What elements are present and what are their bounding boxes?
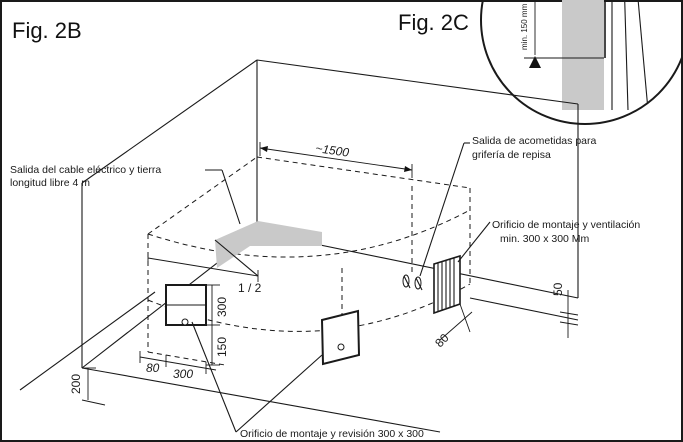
dim-200: 200 — [19, 291, 156, 406]
svg-text:80: 80 — [432, 331, 452, 351]
inset-wall-shade — [562, 0, 604, 110]
leader-lines — [191, 142, 491, 433]
svg-text:200: 200 — [69, 374, 83, 394]
label-cable-line1: Salida del cable eléctrico y tierra — [10, 164, 161, 176]
dim-left-vertical: 300 150 — [206, 284, 229, 366]
dim-bottom: 80 300 — [139, 351, 217, 381]
svg-text:150: 150 — [215, 337, 229, 357]
fig-2b-title: Fig. 2B — [12, 18, 82, 43]
label-cable-line2: longitud libre 4 m — [10, 177, 90, 189]
supply-outlets — [402, 186, 423, 291]
inset-arrow — [529, 56, 541, 68]
label-supply-line1: Salida de acometidas para — [472, 135, 596, 147]
ventilation-grille — [433, 254, 461, 315]
svg-text:1 / 2: 1 / 2 — [238, 281, 262, 295]
fig-2c-title: Fig. 2C — [398, 10, 469, 35]
center-revision-opening — [320, 309, 361, 366]
left-revision-opening — [165, 284, 207, 326]
svg-text:50: 50 — [551, 282, 565, 296]
fig-2c-inset: min. 150 mm — [480, 0, 683, 125]
dim-50: 50 — [469, 282, 579, 338]
label-vent-line1: Orificio de montaje y ventilación — [492, 219, 640, 231]
svg-text:80: 80 — [146, 361, 160, 375]
svg-text:~1500: ~1500 — [315, 141, 351, 160]
label-vent-line2: min. 300 x 300 Mm — [500, 233, 590, 245]
cable-outlet-shade — [215, 221, 322, 268]
dim-1500: ~1500 — [259, 141, 413, 178]
inset-circle — [480, 0, 683, 125]
dim-half: 1 / 2 — [147, 239, 262, 295]
inset-min-label: min. 150 mm — [520, 3, 529, 50]
label-revision: Orificio de montaje y revisión 300 x 300 — [240, 428, 424, 440]
room-outline — [81, 59, 579, 433]
svg-text:300: 300 — [173, 367, 193, 381]
label-supply-line2: grifería de repisa — [472, 149, 551, 161]
svg-text:300: 300 — [215, 297, 229, 317]
